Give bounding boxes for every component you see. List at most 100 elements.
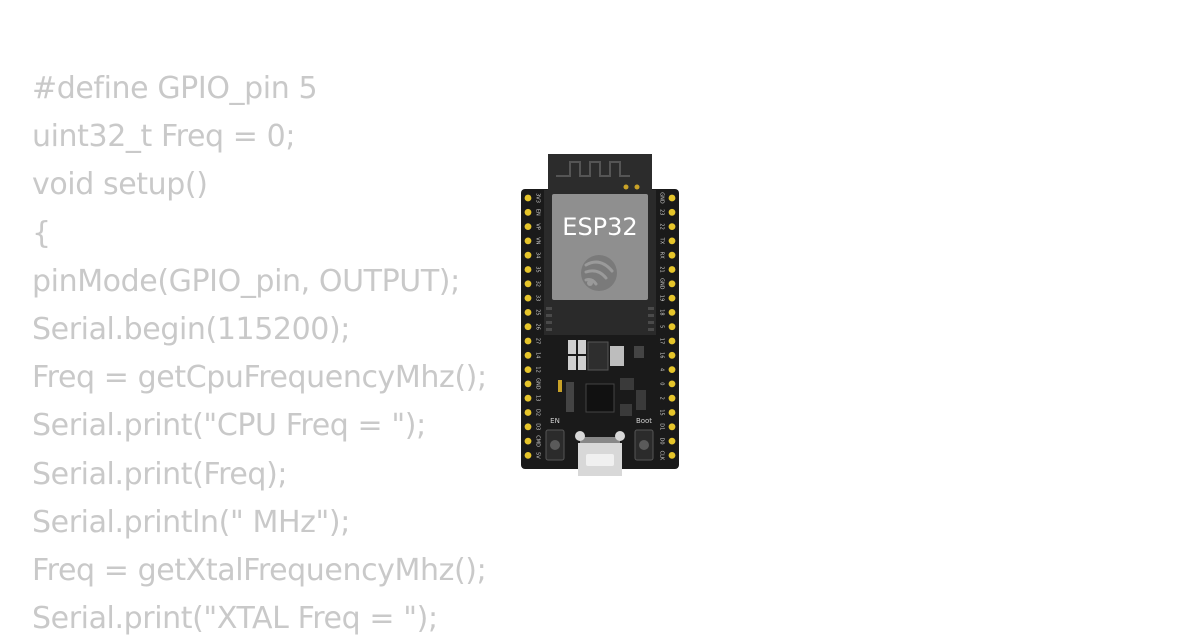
- code-line: pinMode(GPIO_pin, OUTPUT);: [32, 263, 460, 299]
- left-pin-label: 14: [535, 352, 541, 358]
- left-header-pin[interactable]: [524, 409, 532, 416]
- left-pin-label: 32: [535, 281, 541, 287]
- code-line: void setup(): [32, 167, 208, 203]
- code-line: Freq = getCpuFrequencyMhz();: [32, 360, 487, 396]
- code-line: uint32_t Freq = 0;: [32, 119, 296, 155]
- module-shield: [552, 194, 648, 300]
- left-header-pin[interactable]: [524, 280, 532, 288]
- left-pin-label: CMD: [535, 435, 541, 447]
- header-pins: 3V3ENVPVN343532332526271412GND13D2D3CMD5…: [524, 192, 676, 461]
- left-header-pin[interactable]: [524, 351, 532, 359]
- left-header-pin[interactable]: [524, 337, 532, 345]
- right-pin-label: 5: [659, 325, 665, 328]
- left-pin-label: 25: [535, 309, 541, 315]
- left-header-pin[interactable]: [524, 323, 532, 331]
- right-pin-label: 15: [659, 409, 665, 415]
- right-header-pin[interactable]: [668, 194, 676, 202]
- right-pin-label: GND: [659, 192, 665, 204]
- right-pin-label: D1: [659, 423, 665, 430]
- left-header-pin[interactable]: [524, 366, 532, 373]
- left-pin-label: GND: [535, 378, 541, 390]
- boot-button-cap: [639, 440, 649, 450]
- right-header-pin[interactable]: [668, 266, 676, 273]
- right-header-pin[interactable]: [668, 437, 676, 445]
- right-pin-label: 2: [659, 397, 665, 400]
- code-line: Serial.print("XTAL Freq = ");: [32, 601, 438, 637]
- code-line: {: [32, 215, 51, 251]
- right-pin-label: 23: [659, 209, 665, 215]
- right-pin-label: 0: [659, 382, 665, 385]
- right-header-pin[interactable]: [668, 337, 676, 345]
- left-header-pin[interactable]: [524, 437, 532, 445]
- left-header-pin[interactable]: [524, 294, 532, 302]
- chip-label: ESP32: [562, 213, 637, 241]
- left-header-pin[interactable]: [524, 208, 532, 216]
- left-pin-label: 12: [535, 366, 541, 372]
- left-header-pin[interactable]: [524, 223, 532, 230]
- right-header-pin[interactable]: [668, 409, 676, 416]
- left-header-pin[interactable]: [524, 309, 532, 316]
- right-header-pin[interactable]: [668, 366, 676, 373]
- right-pin-label: TX: [659, 237, 665, 245]
- right-header-pin[interactable]: [668, 237, 676, 245]
- boot-label: Boot: [636, 417, 652, 425]
- code-line: #define GPIO_pin 5: [32, 71, 318, 106]
- antenna-trace: [556, 161, 630, 177]
- esp32-devkit-board[interactable]: ESP32: [520, 152, 682, 482]
- right-header-pin[interactable]: [668, 394, 676, 402]
- left-header-pin[interactable]: [524, 194, 532, 202]
- left-header-pin[interactable]: [524, 380, 532, 388]
- right-pin-label: 22: [659, 223, 665, 229]
- right-pin-label: 17: [659, 338, 665, 344]
- code-snippet: #define GPIO_pin 5 uint32_t Freq = 0; vo…: [32, 65, 512, 643]
- left-pin-label: 34: [535, 252, 541, 258]
- left-pin-label: 5V: [535, 452, 541, 459]
- right-header-pin[interactable]: [668, 323, 676, 331]
- right-header-pin[interactable]: [668, 452, 676, 459]
- right-pin-label: 21: [659, 266, 665, 272]
- espressif-logo-icon: [581, 255, 617, 291]
- en-button-cap: [550, 440, 560, 450]
- left-pin-label: 13: [535, 395, 541, 401]
- code-line: Freq = getXtalFrequencyMhz();: [32, 552, 487, 588]
- code-line: Serial.begin(115200);: [32, 311, 350, 347]
- right-header-pin[interactable]: [668, 251, 676, 259]
- right-pin-label: D0: [659, 438, 665, 445]
- left-header-pin[interactable]: [524, 251, 532, 259]
- left-header-pin[interactable]: [524, 237, 532, 245]
- left-pin-label: 33: [535, 295, 541, 301]
- module-pads: [546, 307, 654, 331]
- right-pin-label: 16: [659, 352, 665, 358]
- left-header-pin[interactable]: [524, 266, 532, 273]
- left-header-pin[interactable]: [524, 423, 532, 431]
- left-header-pin[interactable]: [524, 394, 532, 402]
- left-pin-label: 27: [535, 338, 541, 344]
- right-header-pin[interactable]: [668, 294, 676, 302]
- left-pin-label: 26: [535, 324, 541, 330]
- right-header-pin[interactable]: [668, 280, 676, 288]
- usb-connector-icon: [575, 431, 625, 476]
- right-header-pin[interactable]: [668, 380, 676, 388]
- antenna-pad: [634, 184, 640, 190]
- right-header-pin[interactable]: [668, 208, 676, 216]
- code-line: Serial.println(" MHz");: [32, 504, 350, 540]
- right-pin-label: RX: [659, 252, 665, 259]
- right-header-pin[interactable]: [668, 423, 676, 431]
- right-header-pin[interactable]: [668, 223, 676, 230]
- left-pin-label: VN: [535, 237, 541, 244]
- code-line: Serial.print(Freq);: [32, 456, 288, 492]
- code-line: Serial.print("CPU Freq = ");: [32, 408, 426, 444]
- left-pin-label: D3: [535, 423, 541, 430]
- left-pin-label: 3V3: [535, 193, 541, 203]
- right-pin-label: CLK: [659, 451, 665, 461]
- right-pin-label: 4: [659, 368, 665, 371]
- right-pin-label: 19: [659, 295, 665, 301]
- left-header-pin[interactable]: [524, 452, 532, 459]
- left-pin-label: 35: [535, 266, 541, 272]
- left-pin-label: VP: [535, 223, 541, 229]
- right-header-pin[interactable]: [668, 351, 676, 359]
- right-header-pin[interactable]: [668, 309, 676, 316]
- components: [558, 340, 646, 416]
- en-label: EN: [550, 417, 560, 425]
- right-pin-label: 18: [659, 309, 665, 315]
